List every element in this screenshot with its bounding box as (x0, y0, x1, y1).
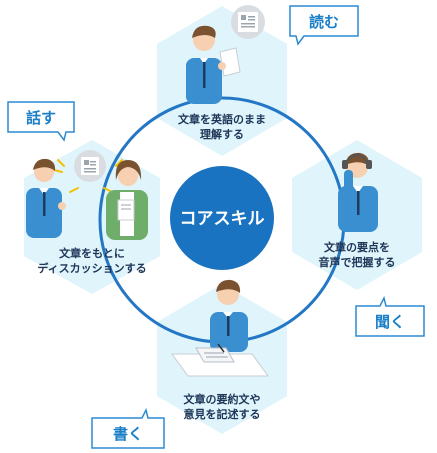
listen-caption-line2: 音声で把握する (319, 255, 396, 269)
write-caption-line1: 文章の要約文や (184, 392, 261, 406)
listening-person (338, 152, 378, 232)
write-illustration (171, 279, 269, 377)
paper-pen-icon (171, 336, 269, 377)
center-label: コアスキル (180, 209, 265, 229)
read-caption-line1: 文章を英語のまま (178, 112, 266, 126)
listen-illustration (338, 152, 378, 232)
tag-read: 読む (289, 5, 359, 46)
document-bubble-icon (74, 150, 106, 182)
headset-icon (342, 154, 372, 169)
listen-caption-line1: 文章の要点を (324, 240, 390, 254)
read-caption-line2: 理解する (200, 127, 244, 141)
tag-listen: 聞く (355, 295, 425, 337)
read-illustration (186, 5, 265, 104)
tag-read-label: 読む (309, 13, 339, 31)
tag-write-label: 書く (113, 425, 143, 443)
write-caption-line2: 意見を記述する (184, 407, 261, 421)
speak-illustration (26, 150, 148, 240)
tag-write: 書く (91, 407, 165, 449)
speak-caption-line1: 文章をもとに (59, 246, 125, 260)
document-bubble-icon (231, 5, 265, 39)
tag-speak: 話す (7, 101, 75, 142)
reading-person (186, 25, 241, 104)
tag-listen-label: 聞く (375, 313, 405, 331)
speaking-woman (106, 160, 148, 240)
speaking-man (26, 158, 66, 238)
tag-speak-label: 話す (26, 109, 56, 127)
speak-caption-line2: ディスカッションする (37, 261, 146, 275)
core-skill-center: コアスキル (170, 166, 274, 270)
